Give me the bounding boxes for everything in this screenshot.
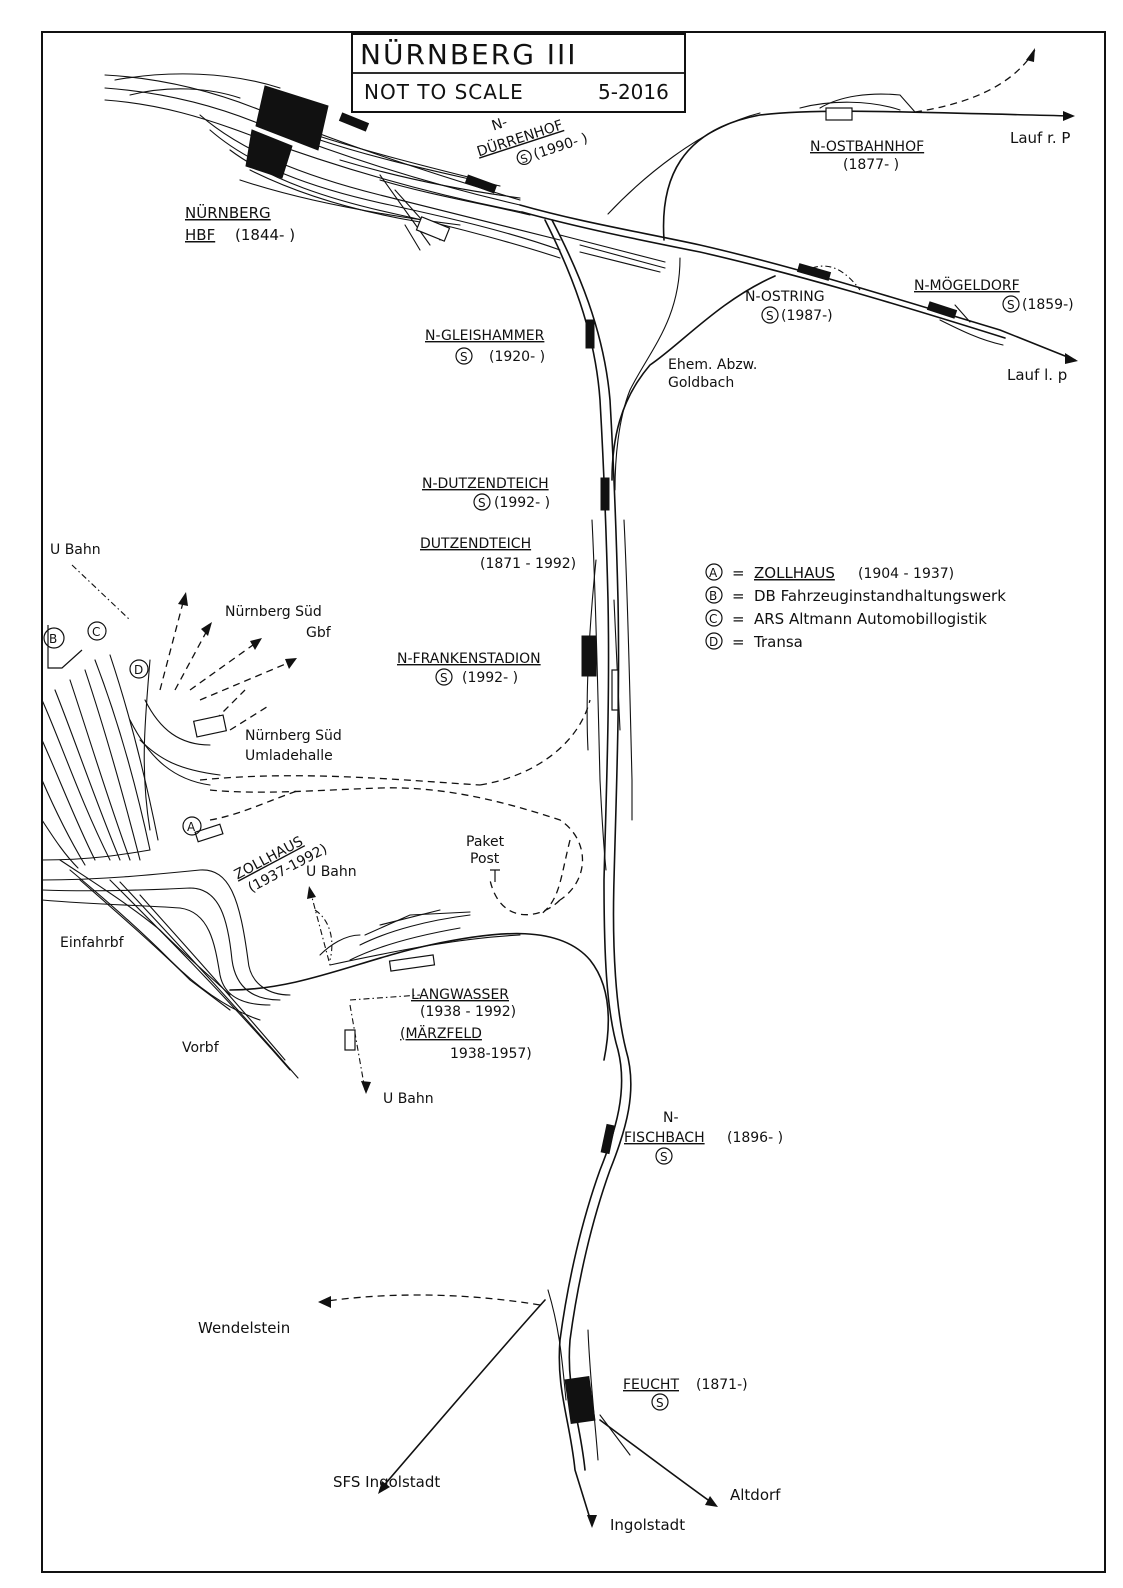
marker-d: D — [129, 659, 149, 679]
svg-text:A: A — [709, 566, 718, 580]
legend-item-b: B = DB Fahrzeuginstandhaltungswerk — [705, 586, 1006, 605]
altdorf-label: Altdorf — [730, 1486, 781, 1504]
svg-text:S: S — [656, 1396, 664, 1410]
duerrenhof-prefix: N- — [490, 114, 510, 134]
legend-item-a: A = ZOLLHAUS (1904 - 1937) — [705, 563, 954, 582]
suedgbf-label-1: Nürnberg Süd — [225, 604, 322, 620]
dutzendteich-s-symbol: S — [473, 493, 491, 511]
ostbahnhof-years: (1877- ) — [843, 157, 899, 173]
maerzfeld-years: 1938-1957) — [450, 1046, 532, 1062]
fischbach-prefix: N- — [663, 1110, 679, 1126]
svg-text:S: S — [766, 309, 774, 323]
marker-b: B — [43, 627, 65, 649]
ingolstadt-label: Ingolstadt — [610, 1516, 685, 1534]
svg-text:C: C — [92, 625, 100, 639]
duerrenhof-s-symbol: S — [516, 149, 532, 167]
svg-text:=: = — [732, 610, 745, 628]
svg-text:B: B — [709, 589, 717, 603]
lauf-rp-label: Lauf r. P — [1010, 129, 1070, 147]
umlade-label-1: Nürnberg Süd — [245, 728, 342, 744]
feucht-years: (1871-) — [696, 1377, 748, 1393]
svg-text:S: S — [660, 1150, 668, 1164]
title-box: NÜRNBERG III NOT TO SCALE 5-2016 — [351, 33, 686, 113]
abzw-label-1: Ehem. Abzw. — [668, 357, 757, 373]
paket-label-2: Post — [470, 851, 500, 867]
svg-text:Transa: Transa — [753, 633, 803, 651]
abzw-label-2: Goldbach — [668, 375, 734, 391]
dutzendteich-years: (1992- ) — [494, 495, 550, 511]
hbf-name: NÜRNBERG — [185, 203, 271, 222]
marker-a: A — [182, 816, 202, 836]
map-date: 5-2016 — [598, 80, 669, 104]
vorbf-label: Vorbf — [182, 1040, 220, 1056]
svg-text:ARS Altmann Automobillogistik: ARS Altmann Automobillogistik — [754, 610, 987, 628]
marker-c: C — [87, 621, 107, 641]
map-title: NÜRNBERG III — [360, 37, 578, 71]
svg-text:(1904 - 1937): (1904 - 1937) — [858, 566, 954, 582]
svg-text:DB Fahrzeuginstandhaltungswerk: DB Fahrzeuginstandhaltungswerk — [754, 587, 1006, 605]
svg-text:A: A — [187, 820, 196, 834]
fischbach-years: (1896- ) — [727, 1130, 783, 1146]
svg-text:D: D — [709, 635, 718, 649]
feucht-name: FEUCHT — [623, 1377, 679, 1393]
langwasser-years: (1938 - 1992) — [420, 1004, 516, 1020]
suedgbf-label-2: Gbf — [306, 625, 332, 641]
svg-text:B: B — [49, 632, 57, 646]
map-scale-note: NOT TO SCALE — [364, 80, 524, 104]
ostring-name: N-OSTRING — [745, 289, 825, 305]
ubahn-top-label: U Bahn — [50, 542, 101, 558]
gleishammer-years: (1920- ) — [489, 349, 545, 365]
svg-text:S: S — [1007, 298, 1015, 312]
fischbach-name: FISCHBACH — [624, 1130, 705, 1146]
moegeldorf-years: (1859-) — [1022, 297, 1074, 313]
paket-label-1: Paket — [466, 834, 505, 850]
svg-text:=: = — [732, 587, 745, 605]
lauf-lp-label: Lauf l. p — [1007, 366, 1067, 384]
wendelstein-label: Wendelstein — [198, 1319, 290, 1337]
umlade-label-2: Umladehalle — [245, 748, 333, 764]
moegeldorf-name: N-MÖGELDORF — [914, 276, 1020, 294]
svg-text:C: C — [709, 612, 717, 626]
svg-text:S: S — [478, 496, 486, 510]
hbf-years: (1844- ) — [235, 226, 295, 244]
gleishammer-s-symbol: S — [455, 347, 473, 365]
dutzendteich-old-years: (1871 - 1992) — [480, 556, 576, 572]
legend-item-d: D = Transa — [705, 632, 803, 651]
frankenstadion-name: N-FRANKENSTADION — [397, 651, 541, 667]
svg-text:S: S — [440, 671, 448, 685]
dutzendteich-name: N-DUTZENDTEICH — [422, 476, 549, 492]
ostring-years: (1987-) — [781, 308, 833, 324]
ostring-s-symbol: S — [761, 306, 779, 324]
direction-arrows — [178, 48, 1078, 1528]
svg-text:ZOLLHAUS: ZOLLHAUS — [754, 564, 835, 582]
hbf-name-2: HBF — [185, 226, 215, 244]
frankenstadion-years: (1992- ) — [462, 670, 518, 686]
fischbach-s-symbol: S — [655, 1147, 673, 1165]
svg-text:=: = — [732, 564, 745, 582]
ostbahnhof-name: N-OSTBAHNHOF — [810, 139, 924, 155]
maerzfeld-name: (MÄRZFELD — [400, 1024, 482, 1042]
moegeldorf-s-symbol: S — [1002, 295, 1020, 313]
dutzendteich-old-name: DUTZENDTEICH — [420, 536, 531, 552]
map-border — [41, 31, 1106, 1573]
station-blocks — [192, 85, 958, 1425]
svg-text:S: S — [460, 350, 468, 364]
legend-item-c: C = ARS Altmann Automobillogistik — [705, 609, 987, 628]
feucht-s-symbol: S — [651, 1393, 669, 1411]
svg-text:D: D — [134, 663, 143, 677]
svg-text:=: = — [732, 633, 745, 651]
langwasser-name: LANGWASSER — [411, 987, 509, 1003]
sfs-ingolstadt-label: SFS Ingolstadt — [333, 1473, 440, 1491]
legend: A = ZOLLHAUS (1904 - 1937) B = DB Fahrze… — [705, 563, 1006, 651]
svg-text:S: S — [519, 152, 530, 167]
ubahn-bottom-label: U Bahn — [383, 1091, 434, 1107]
frankenstadion-s-symbol: S — [435, 668, 453, 686]
track-network — [41, 49, 1076, 1526]
ubahn-mid-label: U Bahn — [306, 864, 357, 880]
gleishammer-name: N-GLEISHAMMER — [425, 328, 545, 344]
einfahrbf-label: Einfahrbf — [60, 935, 125, 951]
